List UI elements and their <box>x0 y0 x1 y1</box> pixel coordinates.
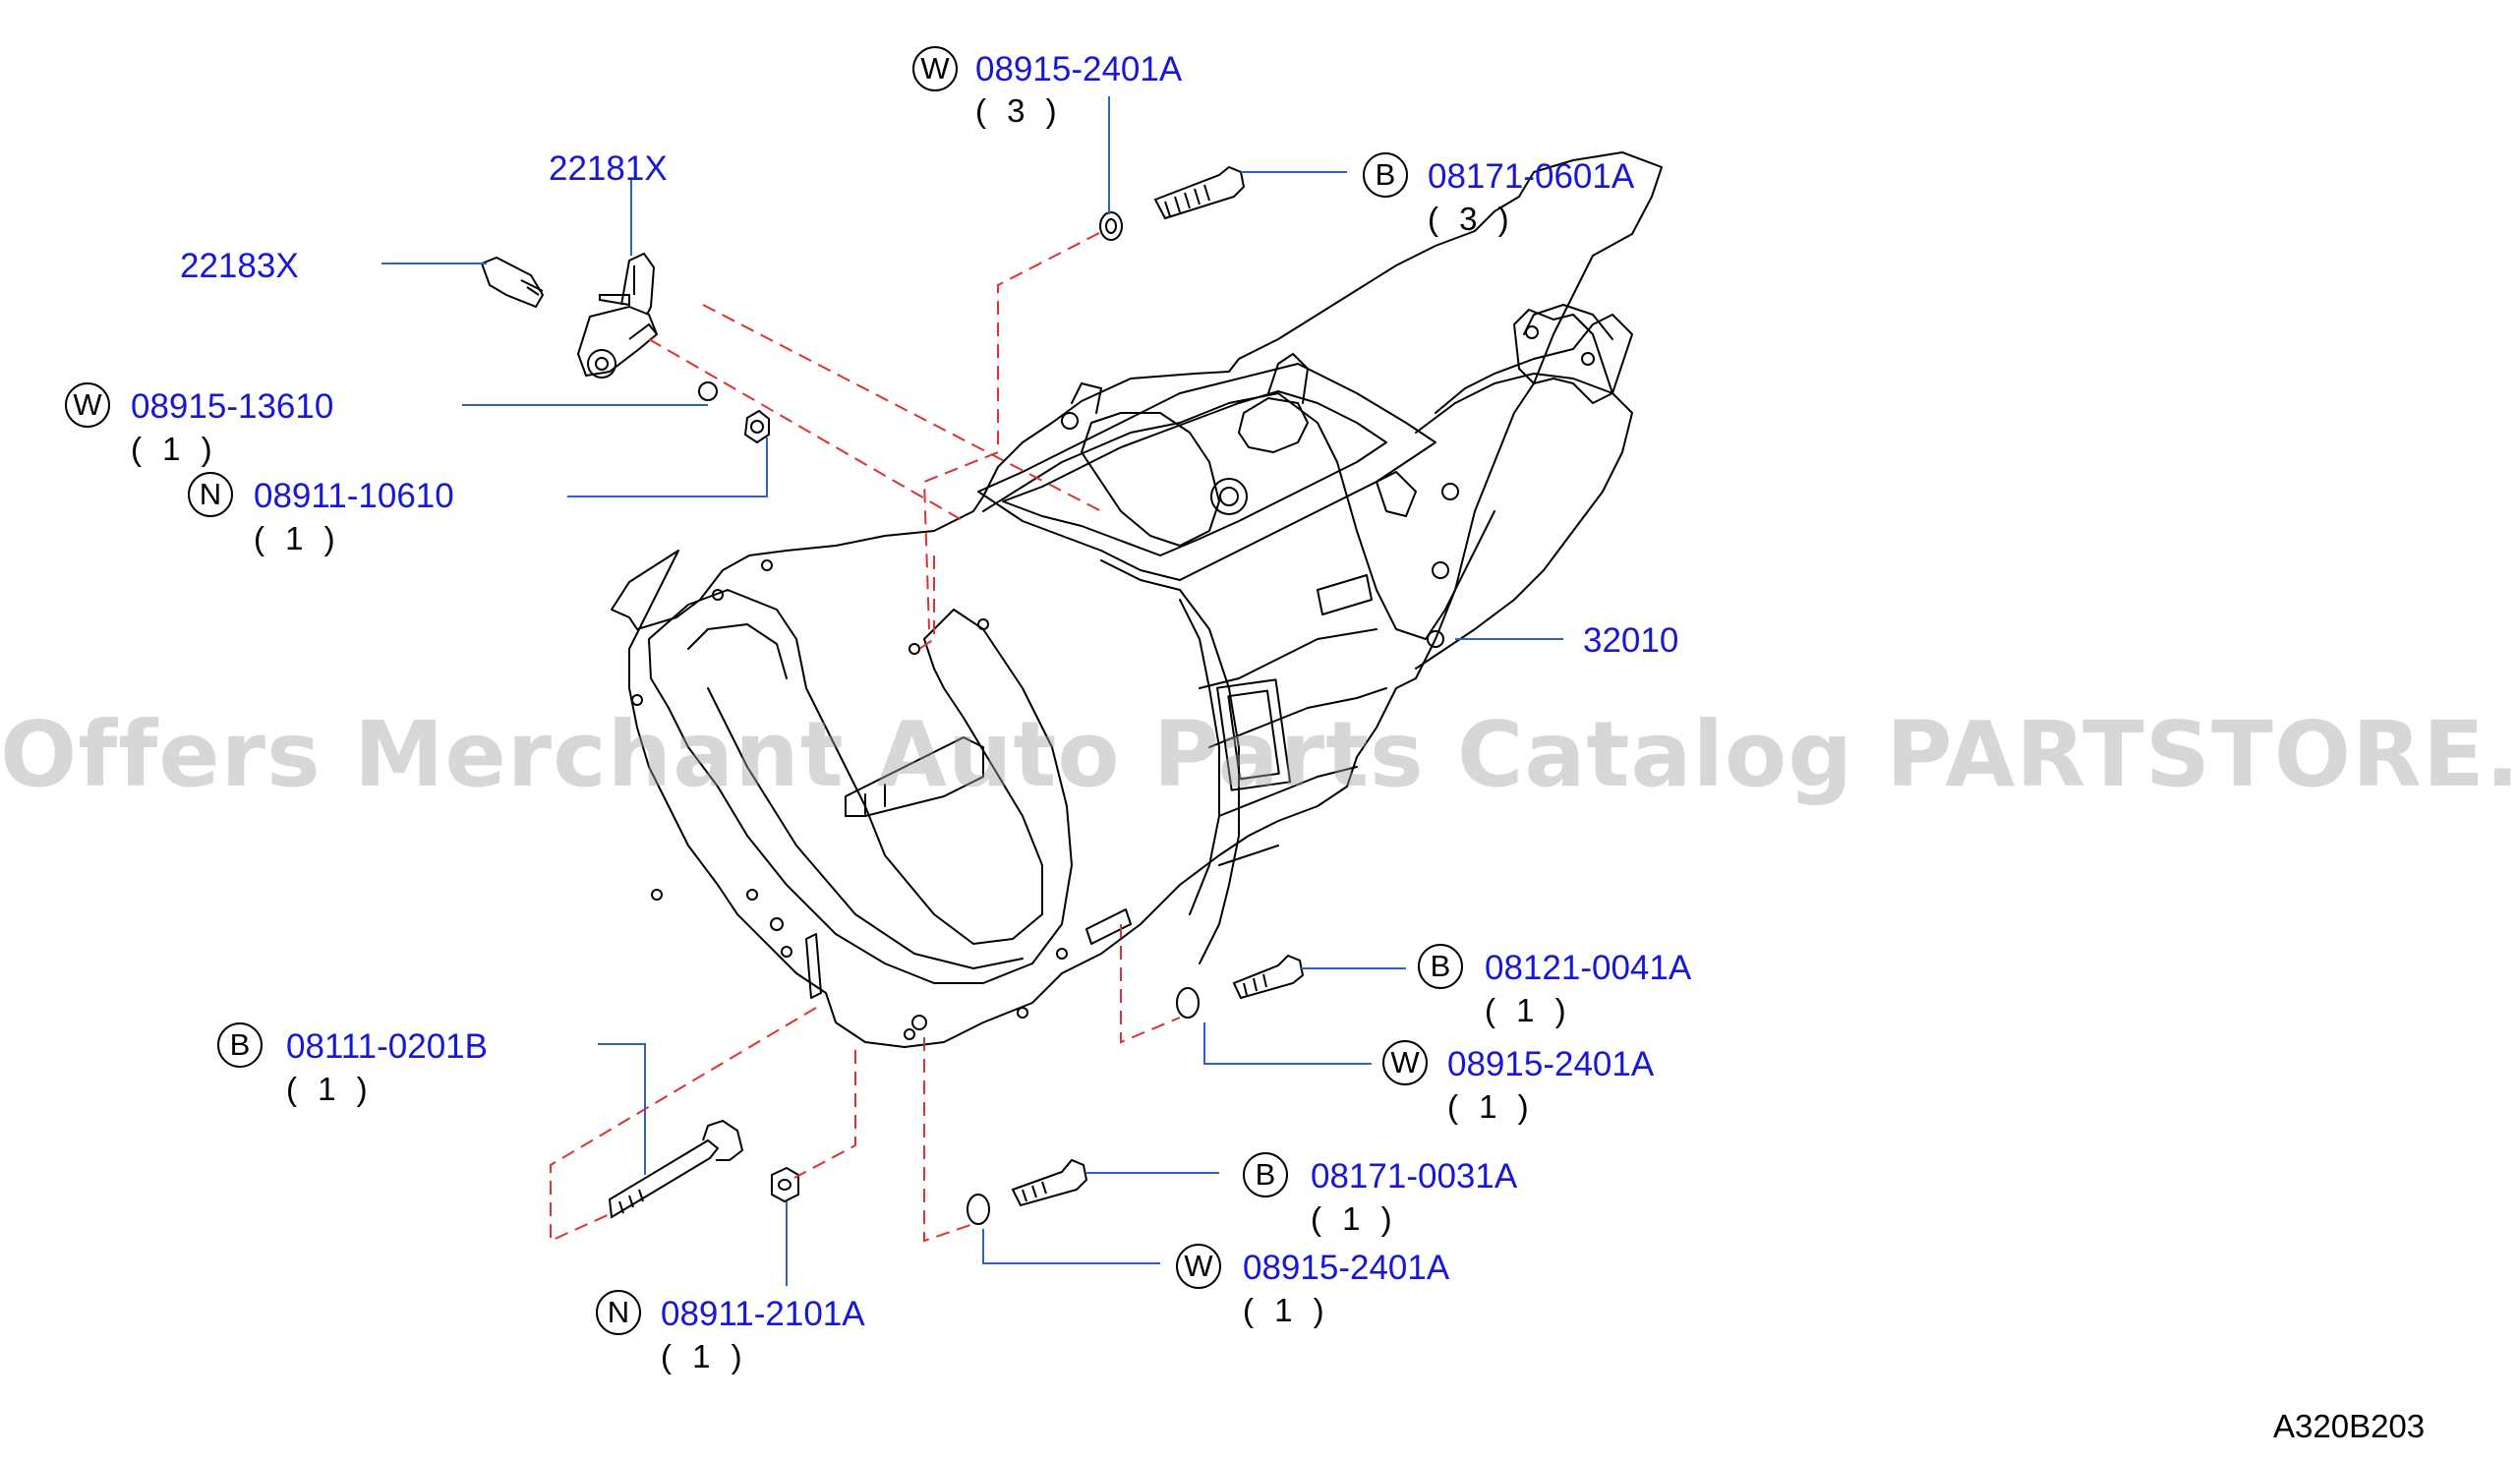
output-flange <box>1513 309 1613 404</box>
part-quantity: ( 1 ) <box>254 520 341 556</box>
part-quantity: ( 1 ) <box>661 1338 748 1374</box>
washer-badge: W <box>912 46 958 91</box>
part-number-link[interactable]: 08915-2401A <box>975 50 1183 88</box>
part-number-link[interactable]: 08911-2101A <box>661 1295 865 1333</box>
leader-lines <box>381 96 1563 1286</box>
part-number-link[interactable]: 08111-0201B <box>286 1027 488 1066</box>
shift-tower <box>1081 412 1220 547</box>
shift-arm-parts <box>480 165 1305 1225</box>
bell-opening <box>648 589 1073 984</box>
part-quantity: ( 3 ) <box>1428 201 1515 237</box>
part-number-link[interactable]: 08915-2401A <box>1447 1045 1655 1083</box>
figure-code: A320B203 <box>2273 1408 2426 1444</box>
part-quantity: ( 1 ) <box>1311 1200 1398 1237</box>
bolt-badge: B <box>1418 944 1463 989</box>
bell-housing-outline <box>611 151 1663 1048</box>
bolt-badge: B <box>1363 152 1408 198</box>
part-number-link[interactable]: 08915-2401A <box>1243 1249 1450 1287</box>
gearbox-case <box>982 392 1495 964</box>
part-quantity: ( 1 ) <box>1243 1292 1330 1328</box>
part-number-link[interactable]: 08915-13610 <box>131 387 334 426</box>
part-quantity: ( 1 ) <box>131 431 218 467</box>
part-quantity: ( 1 ) <box>1447 1088 1535 1125</box>
nut-badge: N <box>188 472 233 517</box>
nut-badge: N <box>596 1290 641 1335</box>
part-number-link[interactable]: 22181X <box>549 149 668 188</box>
part-quantity: ( 3 ) <box>975 92 1063 129</box>
washer-badge: W <box>1176 1244 1221 1289</box>
part-number-link[interactable]: 08171-0601A <box>1428 157 1635 196</box>
part-quantity: ( 1 ) <box>1485 992 1572 1028</box>
top-cover <box>977 363 1436 581</box>
assembly-lines <box>550 232 1181 1243</box>
part-number-link[interactable]: 08911-10610 <box>254 477 454 515</box>
part-number-link[interactable]: 22183X <box>180 247 299 285</box>
washer-badge: W <box>1382 1040 1428 1085</box>
washer-badge: W <box>65 382 110 428</box>
bolt-badge: B <box>1243 1152 1288 1197</box>
watermark-text: Offers Merchant Auto Parts Catalog PARTS… <box>0 702 2520 807</box>
long-bolt <box>608 1138 720 1219</box>
part-quantity: ( 1 ) <box>286 1071 374 1107</box>
rear-extension <box>1415 373 1633 670</box>
part-number-link[interactable]: 32010 <box>1583 621 1679 660</box>
bolt-badge: B <box>217 1022 263 1068</box>
part-number-link[interactable]: 08121-0041A <box>1485 949 1692 987</box>
input-shaft <box>845 736 984 817</box>
part-number-link[interactable]: 08171-0031A <box>1311 1157 1518 1196</box>
